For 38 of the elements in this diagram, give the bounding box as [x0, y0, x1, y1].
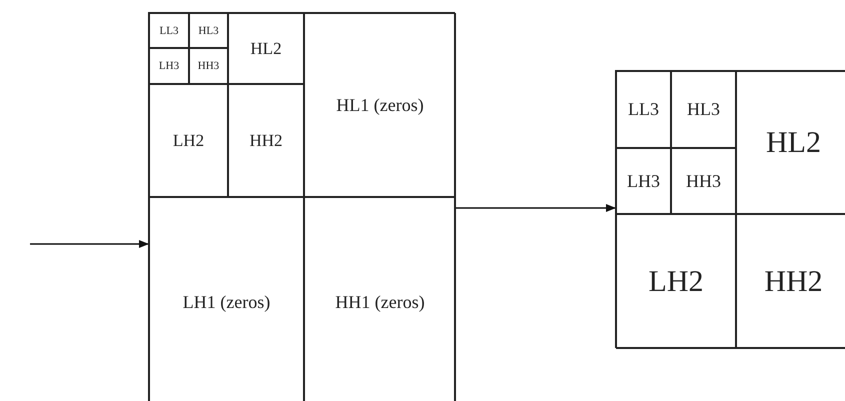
- subband-label: HH3: [686, 170, 721, 192]
- subband-cell: [189, 13, 228, 48]
- subband-cell: [149, 197, 304, 401]
- subband-label: LH3: [627, 170, 660, 192]
- subband-cell: [304, 13, 456, 197]
- subband-label: LH2: [172, 130, 204, 150]
- subband-grid: [148, 12, 455, 401]
- subband-label: LH1 (zeros): [182, 292, 270, 313]
- subband-cell: [149, 84, 228, 197]
- subband-cell: [616, 71, 671, 148]
- subband-cell: [228, 84, 304, 197]
- subband-cell: [736, 71, 845, 214]
- subband-cell: [228, 13, 304, 84]
- subband-label: HL2: [766, 126, 821, 160]
- subband-label: LH2: [648, 264, 704, 298]
- subband-label: HL1 (zeros): [336, 94, 424, 116]
- arrow: [30, 240, 149, 248]
- subband-label: HH2: [764, 264, 823, 298]
- subband-label: HH3: [198, 60, 220, 72]
- subband-cell: [736, 214, 845, 349]
- subband-cell: [149, 13, 189, 48]
- subband-cell: [616, 214, 736, 349]
- subband-cell: [304, 197, 456, 401]
- arrow: [455, 204, 616, 212]
- subband-label: LL3: [160, 24, 178, 36]
- subband-label: HH1 (zeros): [335, 292, 425, 313]
- subband-cell: [671, 148, 736, 214]
- subband-label: HL3: [687, 99, 720, 120]
- subband-label: HL2: [250, 38, 282, 58]
- subband-cell: [616, 148, 671, 214]
- subband-cell: [189, 48, 228, 84]
- subband-label: LH3: [158, 60, 180, 72]
- subband-grid: [615, 70, 845, 348]
- subband-cell: [149, 48, 189, 84]
- subband-label: LL3: [628, 99, 659, 120]
- subband-label: HL3: [198, 24, 219, 36]
- subband-label: HH2: [249, 130, 283, 150]
- subband-cell: [671, 71, 736, 148]
